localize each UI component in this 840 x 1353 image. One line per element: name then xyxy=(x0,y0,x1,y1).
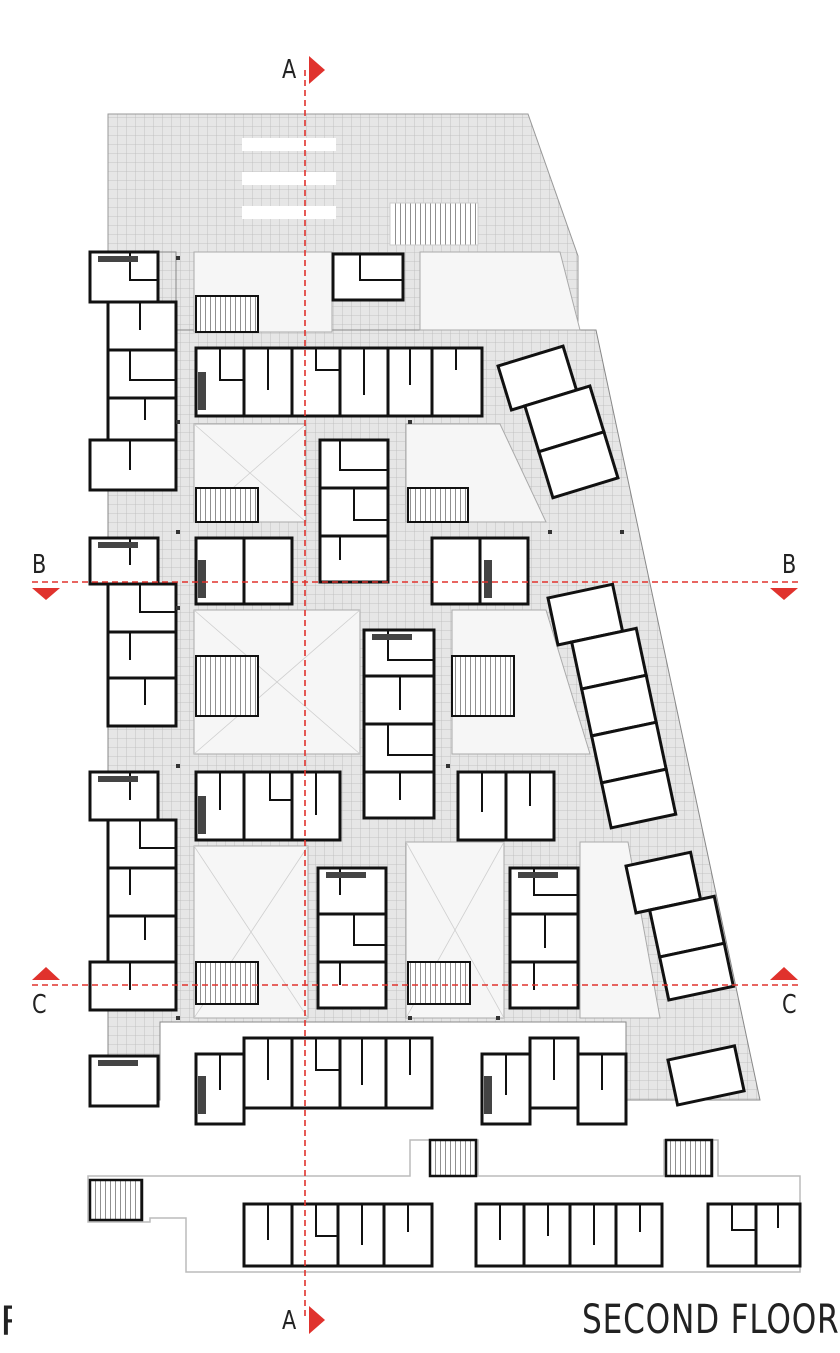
dwelling-unit xyxy=(242,770,294,842)
dwelling-unit xyxy=(88,960,178,1012)
stair-icon xyxy=(195,655,259,717)
dwelling-unit xyxy=(316,912,388,964)
dwelling-unit xyxy=(536,430,620,500)
dwelling-unit xyxy=(106,676,178,728)
dwelling-unit xyxy=(88,438,178,492)
dwelling-unit xyxy=(430,536,482,606)
dwelling-unit xyxy=(242,536,294,606)
stair-icon xyxy=(407,487,469,523)
stair-icon xyxy=(428,1138,478,1178)
stair-icon xyxy=(451,655,515,717)
plaza-bench xyxy=(242,172,336,185)
dwelling-unit xyxy=(106,818,178,870)
stair-icon xyxy=(407,961,471,1005)
dwelling-unit xyxy=(106,300,178,352)
dwelling-unit xyxy=(106,866,178,918)
stair-icon xyxy=(88,1178,144,1222)
section-label-a-bottom: A xyxy=(282,1306,297,1336)
dwelling-unit xyxy=(599,767,678,830)
section-arrow-icon xyxy=(32,967,60,980)
dwelling-unit xyxy=(657,941,736,1002)
section-arrow-icon xyxy=(32,588,60,600)
dwelling-unit xyxy=(106,348,178,400)
section-label-c-right: C xyxy=(782,990,797,1020)
stair-icon xyxy=(195,961,259,1005)
stair-icon xyxy=(195,487,259,523)
section-arrow-icon xyxy=(309,56,325,84)
dwelling-unit xyxy=(106,630,178,680)
section-arrows xyxy=(32,56,798,1334)
dwelling-unit xyxy=(318,534,390,584)
plaza-bench xyxy=(242,206,336,219)
courtyard xyxy=(419,251,581,331)
section-arrow-icon xyxy=(770,967,798,980)
dwelling-unit xyxy=(362,722,436,774)
dwelling-unit xyxy=(106,914,178,964)
section-label-c-left: C xyxy=(32,990,47,1020)
stair-icon xyxy=(195,295,259,333)
section-label-b-left: B xyxy=(32,550,47,580)
section-arrow-icon xyxy=(309,1306,325,1334)
courtyard xyxy=(579,841,661,1019)
dwelling-unit xyxy=(666,1044,746,1107)
drawing-title: SECOND FLOOR xyxy=(582,1297,840,1343)
section-arrow-icon xyxy=(770,588,798,600)
stair-icon xyxy=(664,1138,714,1178)
section-lines xyxy=(32,70,800,1320)
dwelling-unit xyxy=(318,438,390,490)
cut-off-letter: R xyxy=(0,1302,12,1342)
plaza-bench xyxy=(242,138,336,151)
plaza-ramp xyxy=(389,202,479,246)
stair-cores xyxy=(195,295,515,1005)
dwelling-unit xyxy=(106,582,178,634)
section-label-b-right: B xyxy=(782,550,797,580)
dwelling-unit xyxy=(106,396,178,442)
section-label-a-top: A xyxy=(282,55,297,85)
dwelling-unit xyxy=(331,252,405,302)
